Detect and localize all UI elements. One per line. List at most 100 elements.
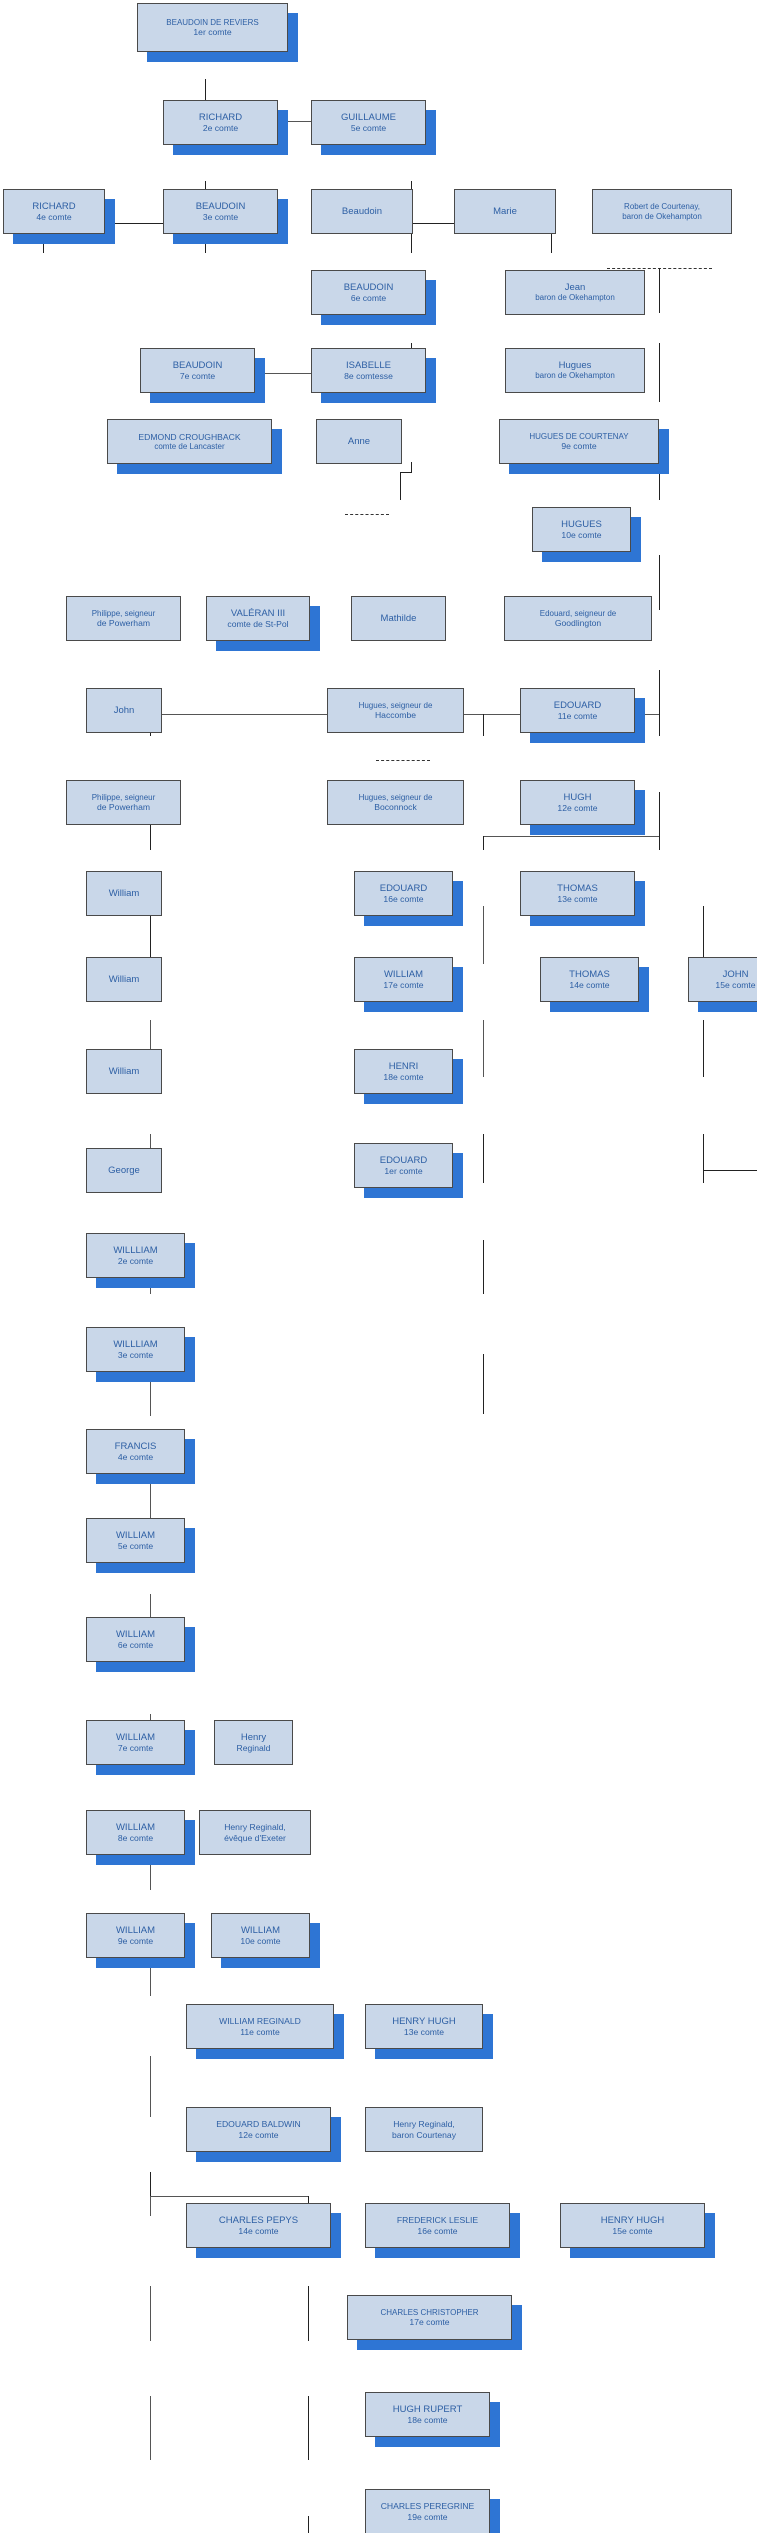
person-title: Boconnock (374, 802, 417, 813)
edge-horizontal (43, 223, 206, 224)
person-name: Marie (493, 205, 517, 217)
marriage-link-valeran-mathilde (376, 760, 430, 761)
person-title: baron de Okehampton (535, 371, 615, 381)
person-node[interactable]: Mathilde (351, 596, 446, 641)
edge-vertical (483, 1020, 484, 1077)
person-node[interactable]: Robert de Courtenay,baron de Okehampton (592, 189, 732, 234)
person-name: EDMOND CROUGHBACK (138, 431, 241, 442)
person-title: 10e comte (240, 1936, 281, 1947)
person-name: Henry (240, 1731, 267, 1743)
person-title: comte de Lancaster (154, 441, 225, 451)
person-name: CHARLES CHRISTOPHER (380, 2307, 479, 2317)
person-node[interactable]: William (86, 871, 162, 916)
person-node[interactable]: George (86, 1148, 162, 1193)
person-title: comte de St-Pol (227, 619, 289, 630)
edge-vertical (659, 714, 660, 736)
edge-vertical (150, 2196, 151, 2216)
person-node[interactable]: Anne (316, 419, 402, 464)
person-name: HUGUES (561, 518, 602, 530)
person-node[interactable]: Marie (454, 189, 556, 234)
person-name: JOHN (722, 968, 749, 980)
person-name: HUGH RUPERT (392, 2403, 463, 2415)
edge-vertical (150, 906, 151, 964)
edge-horizontal (703, 1170, 757, 1171)
person-name: Philippe, seigneur (91, 792, 156, 802)
person-name: RICHARD (198, 111, 243, 123)
person-title: de Powerham (96, 618, 151, 629)
person-name: HUGH (563, 791, 592, 803)
edge-vertical (400, 472, 401, 500)
person-name: VALÉRAN III (230, 607, 286, 619)
person-title: 9e comte (561, 441, 597, 452)
edge-vertical (659, 670, 660, 714)
person-node[interactable]: William (86, 957, 162, 1002)
person-name: WILLIAM (115, 1821, 156, 1833)
person-name: WILLIAM (115, 1529, 156, 1541)
person-title: baron Courtenay (391, 2129, 457, 2140)
edge-vertical (483, 714, 484, 736)
person-title: 6e comte (350, 293, 387, 304)
person-title: 10e comte (561, 530, 602, 541)
edge-vertical (483, 1354, 484, 1414)
edge-horizontal (150, 2196, 308, 2197)
person-name: Robert de Courtenay, (624, 202, 700, 212)
person-name: BEAUDOIN DE REVIERS (166, 17, 259, 27)
person-node[interactable]: Henry Reginald,baron Courtenay (365, 2107, 483, 2152)
person-title: 14e comte (569, 980, 610, 991)
person-node[interactable]: William (86, 1049, 162, 1094)
person-node[interactable]: Beaudoin (311, 189, 413, 234)
person-name: CHARLES PEPYS (218, 2214, 299, 2226)
person-node[interactable]: Henry Reginald,évêque d'Exeter (199, 1810, 311, 1855)
person-title: 16e comte (417, 2225, 458, 2236)
person-name: Beaudoin (341, 205, 383, 217)
person-node[interactable]: John (86, 688, 162, 733)
